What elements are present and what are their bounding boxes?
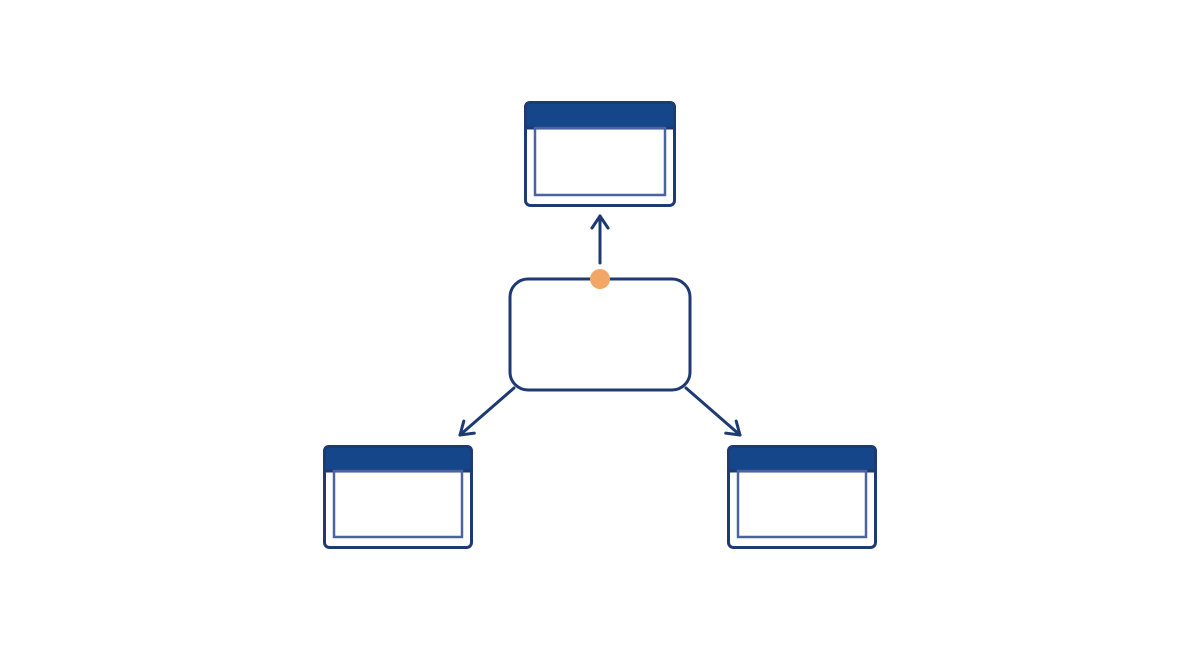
window-bottom-left-icon[interactable] [323, 445, 473, 549]
window-bottom-left-inner-frame [332, 469, 464, 539]
window-top-titlebar [524, 101, 676, 130]
window-bottom-right-titlebar [727, 445, 877, 473]
window-bottom-right-icon[interactable] [727, 445, 877, 549]
edge-hub-to-window-bottom-left [458, 386, 516, 437]
hub-box [508, 277, 692, 392]
hub-node[interactable] [508, 269, 692, 392]
edges [458, 214, 742, 437]
connector-dot[interactable] [590, 269, 610, 289]
window-bottom-right-inner-frame [736, 469, 868, 539]
window-top-icon[interactable] [524, 101, 676, 207]
window-top-inner-frame [533, 126, 667, 197]
window-bottom-left-titlebar [323, 445, 473, 473]
edge-hub-to-window-bottom-right [684, 386, 742, 437]
